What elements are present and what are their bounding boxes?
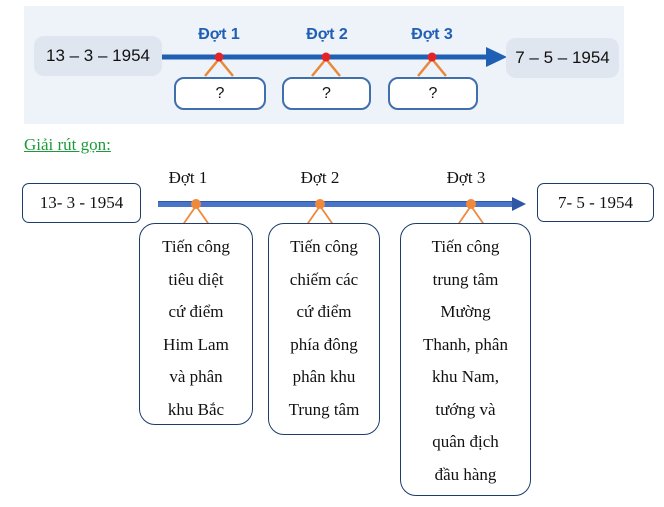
- top-end-date: 7 – 5 – 1954: [506, 38, 619, 78]
- description-line: cứ điểm: [168, 302, 224, 321]
- description-line: chiếm các: [289, 269, 359, 289]
- description-line: Tiến công: [431, 237, 500, 256]
- bottom-phase-1-marker: [191, 199, 201, 209]
- description-line: đầu hàng: [434, 464, 497, 484]
- top-timeline-arrow-head: [486, 47, 507, 67]
- bottom-end-date: 7- 5 - 1954: [537, 183, 654, 222]
- description-line: Mường: [440, 302, 491, 321]
- top-phase-3-label: Đợt 3: [411, 26, 453, 43]
- top-phase-2-connector: [311, 57, 341, 77]
- top-phase-1-label: Đợt 1: [198, 26, 240, 43]
- description-line: phía đông: [290, 334, 358, 354]
- bottom-phase-2-label: Đợt 2: [300, 168, 340, 187]
- top-phase-2-answer-box: ?: [282, 77, 371, 110]
- top-phase-1-connector: [204, 57, 234, 77]
- description-line: Tiến công: [290, 237, 358, 256]
- bottom-phase-3-description: Tiến công trung tâm Mường Thanh, phân kh…: [400, 223, 531, 496]
- description-line: quân địch: [432, 432, 499, 451]
- top-phase-1-marker: [214, 52, 224, 62]
- description-line: tiêu diệt: [168, 269, 224, 289]
- bottom-phase-1-description: Tiến công tiêu diệt cứ điểm Him Lam và p…: [139, 223, 253, 425]
- description-line: tướng và: [435, 399, 496, 419]
- description-line: trung tâm: [432, 269, 499, 289]
- top-phase-1-answer-box: ?: [174, 77, 266, 110]
- description-line: Trung tâm: [288, 399, 360, 419]
- bottom-phase-1-label: Đợt 1: [168, 168, 208, 187]
- bottom-phase-3-label: Đợt 3: [446, 168, 486, 187]
- solution-heading: Giải rút gọn:: [24, 135, 111, 154]
- bottom-phase-2-description: Tiến công chiếm các cứ điểm phía đông ph…: [268, 223, 380, 435]
- top-phase-2-marker: [321, 52, 331, 62]
- top-phase-2-label: Đợt 2: [306, 26, 348, 43]
- description-line: Tiến công: [162, 237, 230, 256]
- description-line: khu Nam,: [431, 367, 500, 386]
- top-phase-3-marker: [427, 52, 437, 62]
- bottom-phase-2-marker: [315, 199, 325, 209]
- description-line: và phân: [169, 367, 223, 386]
- bottom-timeline-arrow-head: [512, 197, 526, 211]
- description-line: khu Bắc: [167, 399, 225, 419]
- bottom-start-date: 13- 3 - 1954: [22, 183, 141, 223]
- description-line: Him Lam: [163, 334, 229, 354]
- description-line: Thanh, phân: [423, 334, 508, 354]
- description-line: phân khu: [292, 367, 356, 386]
- top-start-date: 13 – 3 – 1954: [34, 36, 162, 76]
- top-phase-3-answer-box: ?: [388, 77, 478, 110]
- top-phase-3-connector: [417, 57, 447, 77]
- description-line: cứ điểm: [296, 302, 352, 321]
- bottom-phase-3-marker: [466, 199, 476, 209]
